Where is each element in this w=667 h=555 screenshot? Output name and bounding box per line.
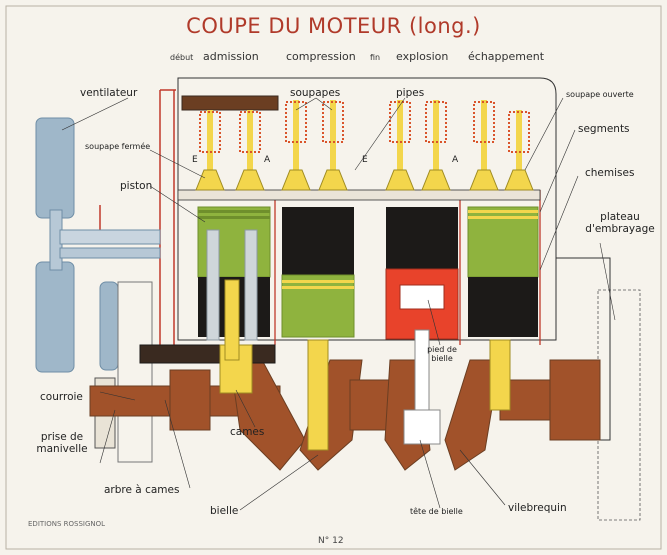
water-jacket-left bbox=[159, 89, 176, 350]
phase-debut: début bbox=[170, 53, 194, 62]
label-piston: piston bbox=[120, 180, 153, 192]
label-soupape-fermee: soupape fermée bbox=[85, 142, 151, 151]
cylinder-3 bbox=[385, 207, 459, 445]
label-pied-line1: pied de bbox=[427, 345, 457, 354]
rocker-arm bbox=[181, 95, 279, 111]
diagram-title: COUPE DU MOTEUR (long.) bbox=[186, 14, 481, 38]
leader-lines bbox=[61, 97, 616, 511]
label-plateau-embrayage: plateau d'embrayage bbox=[580, 211, 660, 235]
phase-compression: compression bbox=[286, 50, 356, 63]
phase-echappement: échappement bbox=[468, 50, 545, 63]
label-soupapes: soupapes bbox=[290, 87, 341, 99]
label-tete-de-bielle: tête de bielle bbox=[410, 507, 463, 516]
cylinder-head bbox=[177, 189, 541, 201]
label-prise-line2: manivelle bbox=[36, 442, 88, 455]
cylinder-walls bbox=[274, 190, 541, 345]
label-ventilateur: ventilateur bbox=[80, 87, 138, 99]
phase-admission: admission bbox=[203, 50, 259, 63]
valve-mark-exhaust-2: E bbox=[362, 155, 368, 165]
label-prise-de-manivelle: prise de manivelle bbox=[26, 431, 98, 455]
label-plateau-line2: d'embrayage bbox=[585, 222, 655, 235]
valve-mark-intake-1: A bbox=[264, 155, 271, 165]
label-courroie: courroie bbox=[40, 391, 83, 403]
label-prise-line1: prise de bbox=[40, 431, 84, 443]
fan bbox=[35, 117, 161, 373]
label-bielle: bielle bbox=[210, 505, 239, 517]
label-pied-line2: bielle bbox=[431, 353, 453, 363]
diagram-frame bbox=[5, 5, 662, 550]
valve-mark-intake-2: A bbox=[452, 155, 459, 165]
label-arbre-a-cames: arbre à cames bbox=[104, 484, 180, 496]
crankshaft bbox=[89, 359, 601, 471]
belt-pulley bbox=[94, 281, 153, 463]
valves bbox=[195, 100, 534, 191]
label-cames: cames bbox=[230, 426, 265, 438]
label-segments: segments bbox=[578, 123, 630, 135]
phase-explosion: explosion bbox=[396, 50, 449, 63]
label-plateau-line1: plateau bbox=[600, 211, 640, 223]
cylinder-1 bbox=[197, 206, 271, 361]
clutch-plate bbox=[597, 289, 641, 521]
label-chemises: chemises bbox=[585, 167, 635, 179]
label-pipes: pipes bbox=[396, 87, 425, 99]
cylinder-4 bbox=[467, 206, 539, 411]
footer-number: N° 12 bbox=[318, 536, 344, 546]
camshaft bbox=[139, 344, 276, 364]
label-pied-de-bielle: pied de bielle bbox=[420, 345, 464, 364]
valve-mark-exhaust-1: E bbox=[192, 155, 198, 165]
phase-fin: fin bbox=[370, 53, 381, 62]
cylinder-2 bbox=[281, 207, 355, 451]
label-vilebrequin: vilebrequin bbox=[508, 502, 567, 514]
label-soupape-ouverte: soupape ouverte bbox=[566, 90, 634, 99]
footer-editions: EDITIONS ROSSIGNOL bbox=[28, 520, 106, 528]
